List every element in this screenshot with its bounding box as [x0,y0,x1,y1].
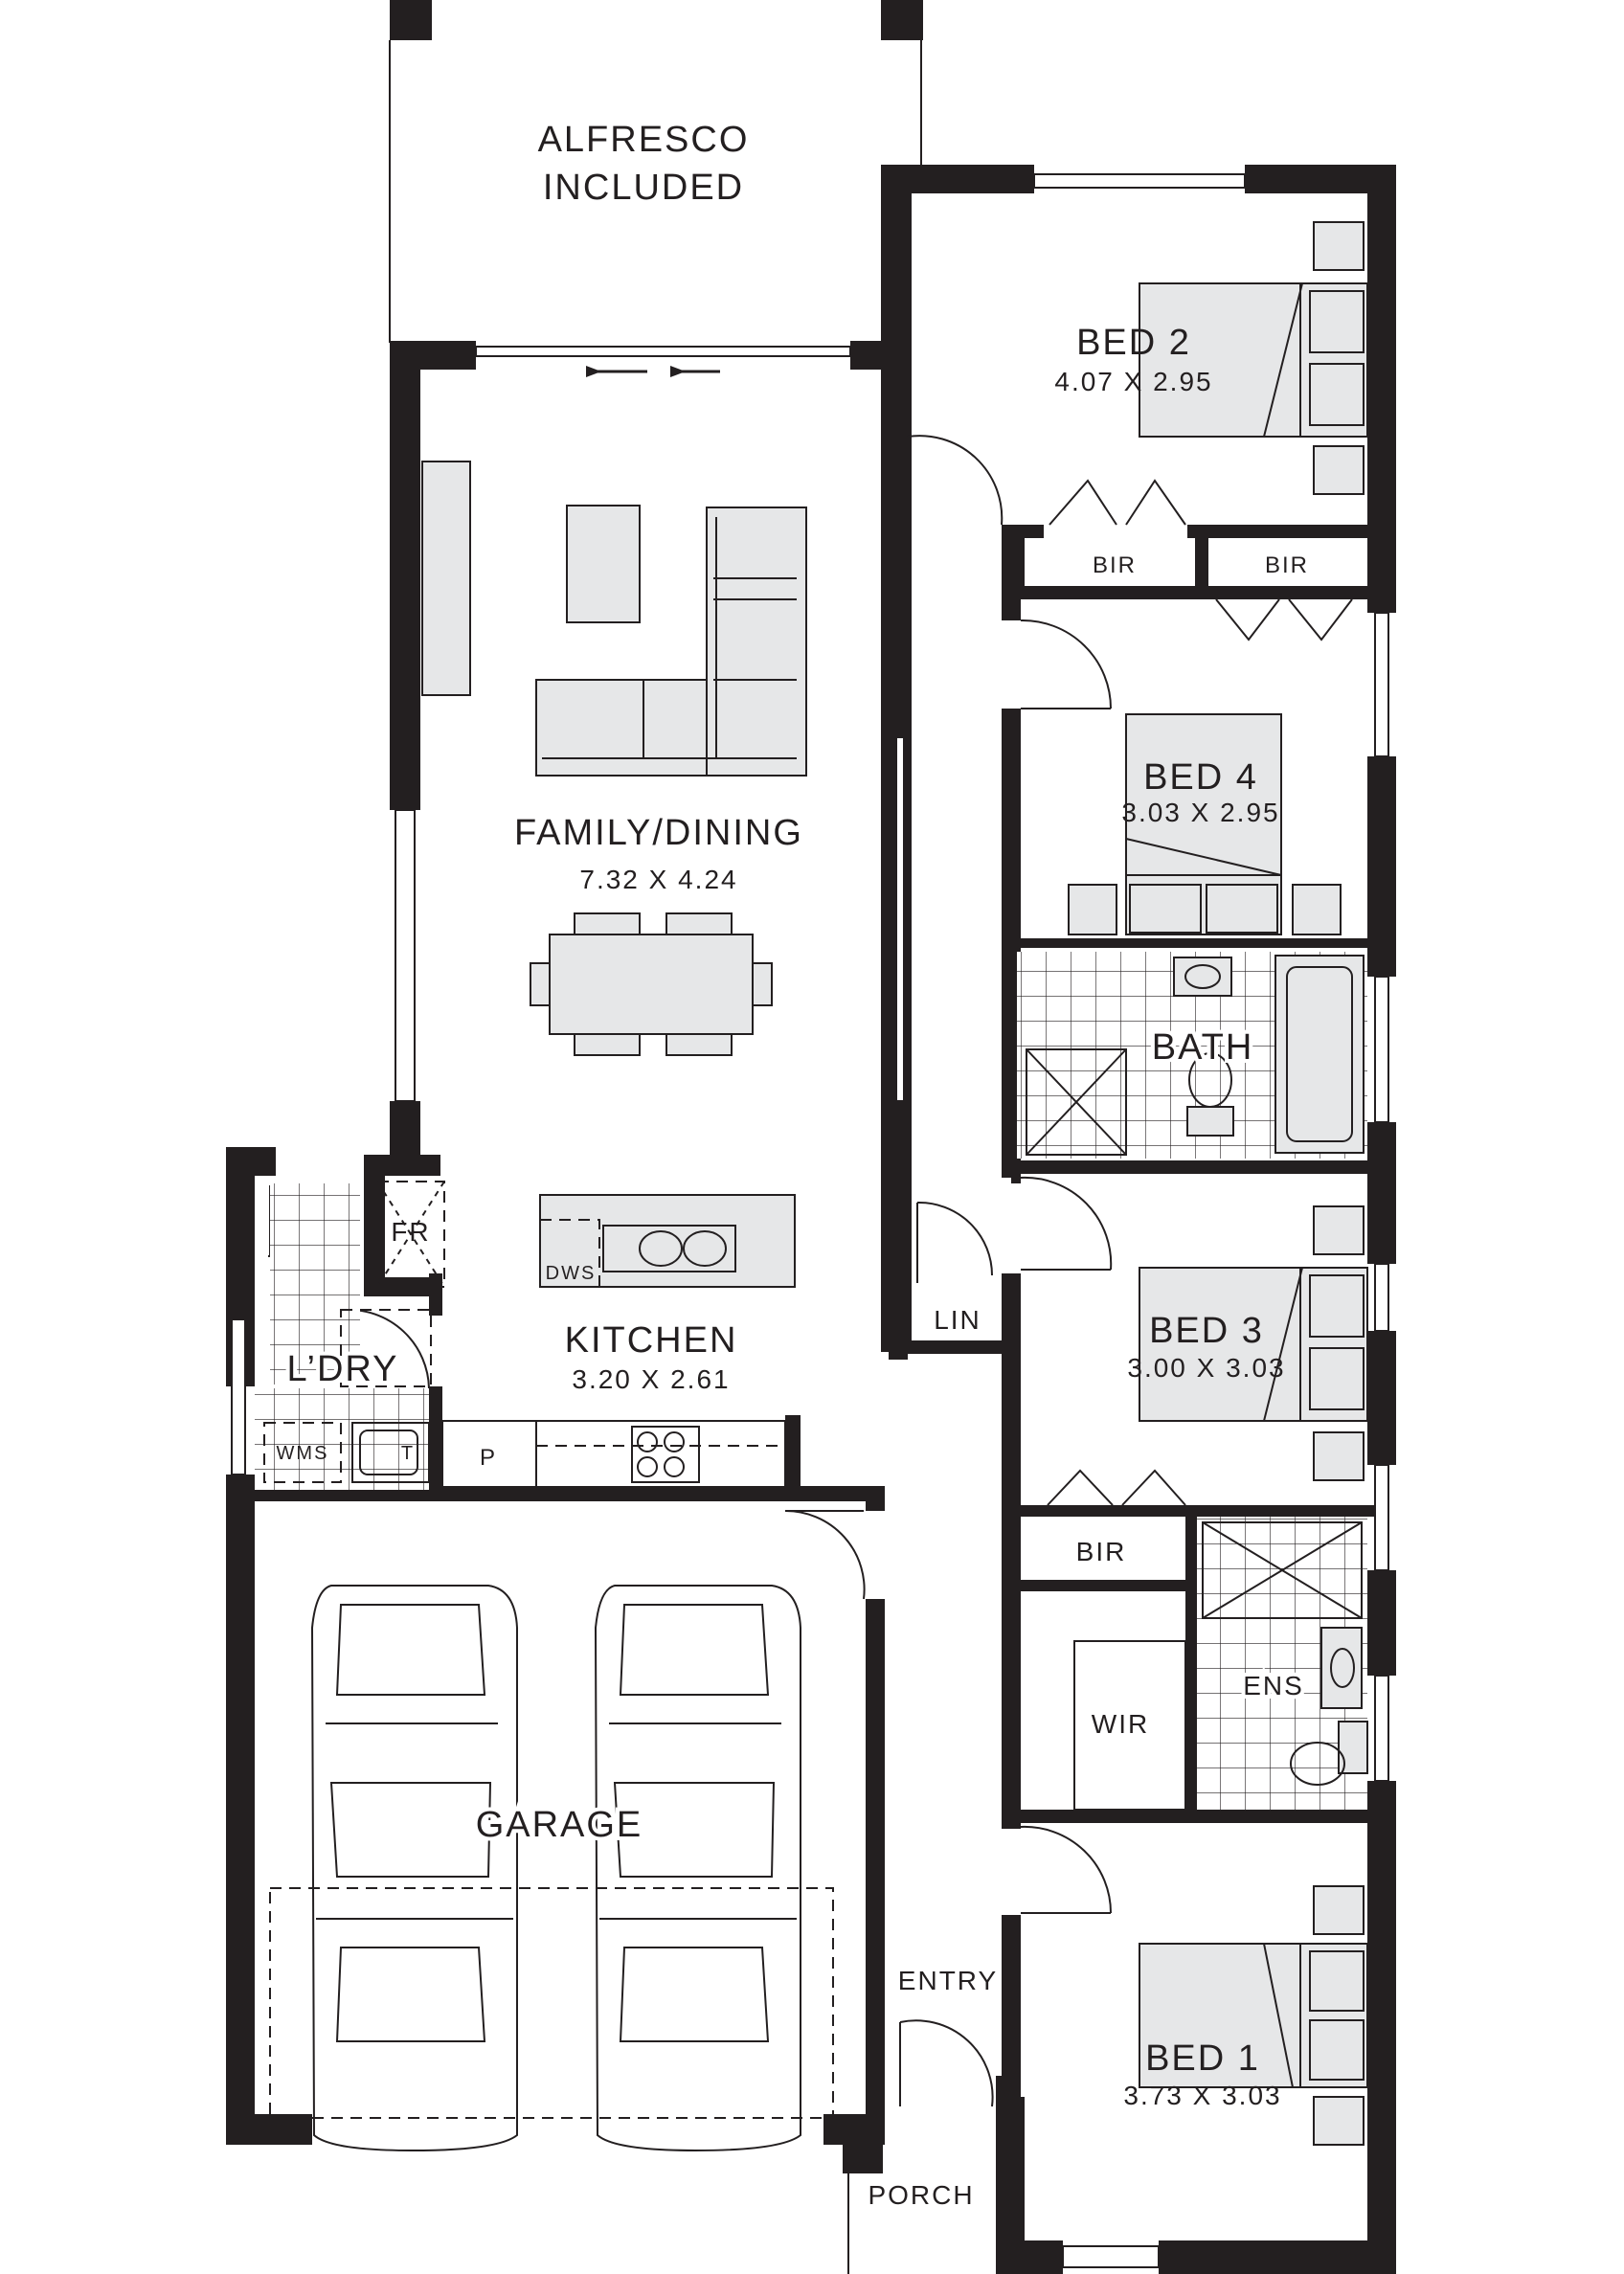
bed1-dims: 3.73 X 3.03 [1123,2081,1281,2110]
kitchen-dims: 3.20 X 2.61 [572,1364,730,1394]
bathroom-tiles [255,952,1368,1810]
pantry-label: P [480,1445,497,1471]
bed2-dims: 4.07 X 2.95 [1054,367,1212,396]
garage-cars [269,1585,834,2152]
ensuite-label: ENS [1243,1671,1304,1700]
wir-label: WIR [1092,1709,1149,1739]
linen-label: LIN [934,1305,981,1335]
bed1-label: BED 1 [1145,2038,1260,2079]
fridge-label: FR [391,1217,430,1247]
bed4-label: BED 4 [1143,757,1258,798]
tub-label: T [401,1443,415,1464]
bath-label: BATH [1152,1027,1254,1068]
dishwasher-label: DWS [546,1263,597,1284]
windows [231,173,1389,2268]
room-labels: ALFRESCO INCLUDED BED 2 4.07 X 2.95 BIR … [277,120,1309,2210]
bed2-label: BED 2 [1076,323,1191,363]
wms-label: WMS [277,1443,329,1464]
car-right [594,1585,801,2152]
furniture [421,221,1368,2146]
bed3-dims: 3.00 X 3.03 [1127,1353,1285,1383]
car-left [310,1585,518,2152]
bed3-label: BED 3 [1149,1311,1264,1351]
bir-bed3-label: BIR [1076,1537,1127,1566]
bed4-dims: 3.03 X 2.95 [1121,798,1279,827]
kitchen-label: KITCHEN [565,1320,738,1361]
bir-bed2-label: BIR [1093,552,1137,578]
garage-label: GARAGE [476,1805,643,1845]
family-dining-label: FAMILY/DINING [514,813,803,853]
fridge-space [340,1181,445,1387]
alfresco-area [389,0,923,343]
alfresco-label: ALFRESCO [538,120,750,160]
porch-label: PORCH [868,2180,974,2210]
family-dining-dims: 7.32 X 4.24 [579,865,737,894]
laundry-label: L’DRY [286,1349,398,1389]
entry-label: ENTRY [898,1966,998,1995]
alfresco-label-line2: INCLUDED [543,168,744,208]
bir-bed4-label: BIR [1265,552,1309,578]
